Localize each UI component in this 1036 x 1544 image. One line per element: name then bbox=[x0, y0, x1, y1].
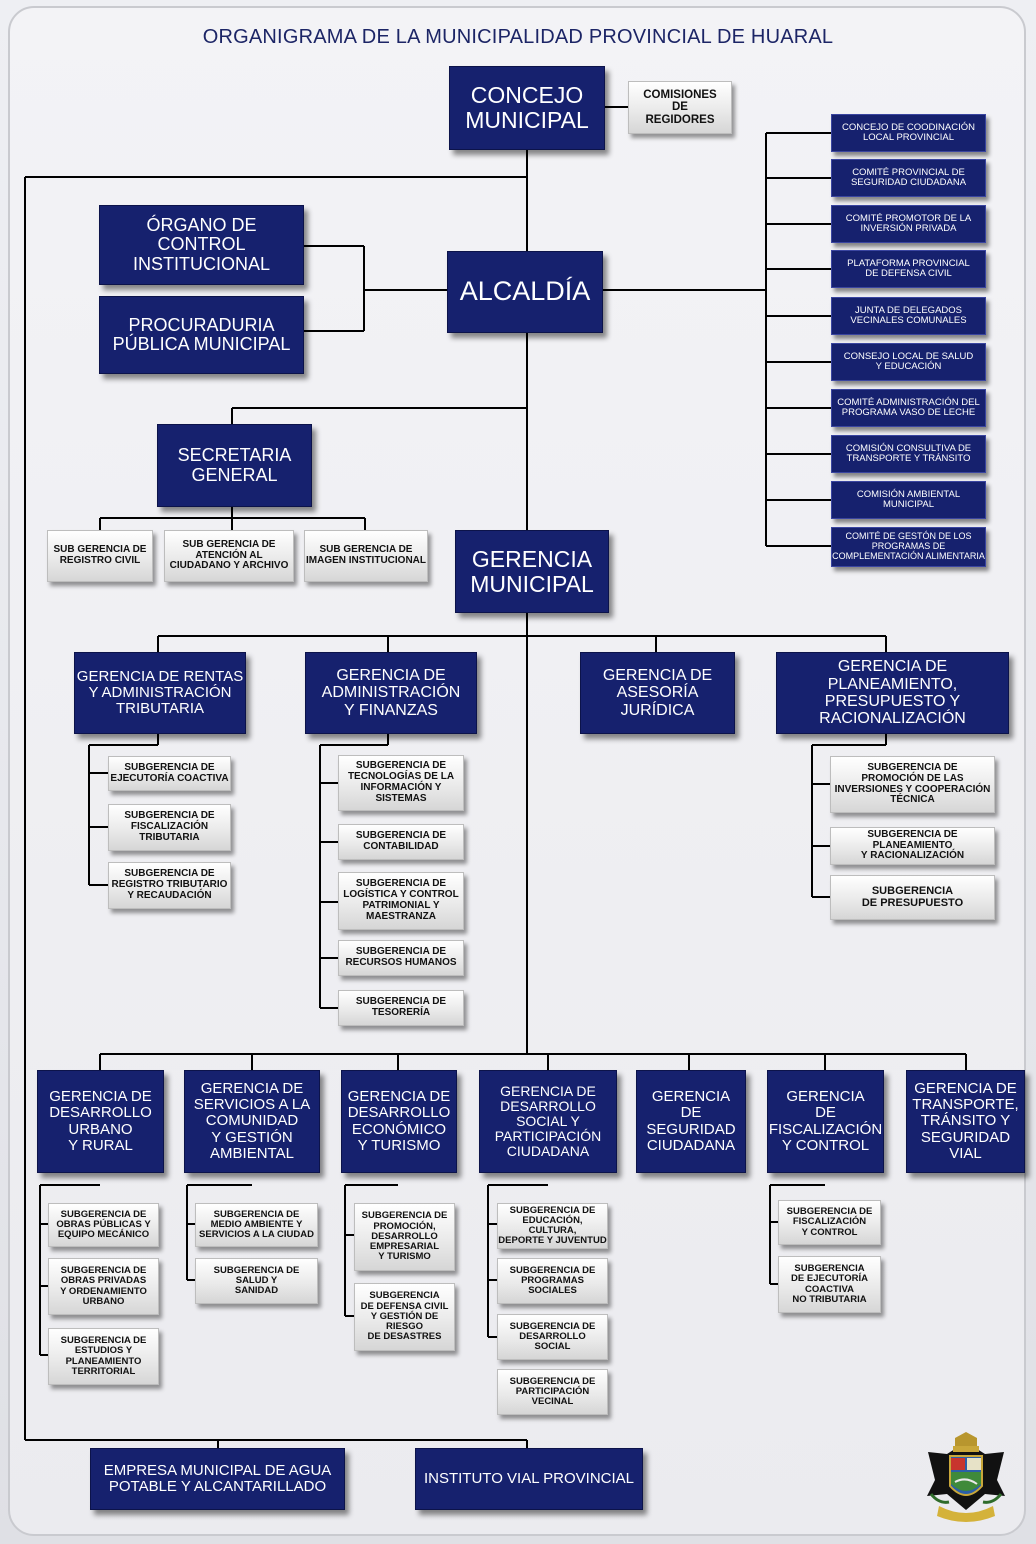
subgerencia-box[interactable]: SUBGERENCIA DE PROMOCIÓN DE LAS INVERSIO… bbox=[830, 756, 995, 813]
subgerencia-box[interactable]: SUBGERENCIA DE PARTICIPACIÓN VECINAL bbox=[497, 1369, 608, 1415]
committee-box[interactable]: COMITÉ ADMINISTRACIÓN DEL PROGRAMA VASO … bbox=[831, 389, 986, 427]
gerencia-box[interactable]: GERENCIA DE SERVICIOS A LA COMUNIDAD Y G… bbox=[184, 1070, 320, 1173]
subgerencia-box[interactable]: SUBGERENCIA DE TESORERÍA bbox=[338, 990, 464, 1026]
subgerencia-box[interactable]: SUBGERENCIA DE PROGRAMAS SOCIALES bbox=[497, 1258, 608, 1304]
gerencia-box[interactable]: GERENCIA DE FISCALIZACIÓN Y CONTROL bbox=[767, 1070, 884, 1173]
subgerencia-box[interactable]: SUBGERENCIA DE PRESUPUESTO bbox=[830, 875, 995, 920]
empresa-agua-box[interactable]: EMPRESA MUNICIPAL DE AGUA POTABLE Y ALCA… bbox=[90, 1448, 345, 1510]
subgerencia-box[interactable]: SUBGERENCIA DE FISCALIZACIÓN TRIBUTARIA bbox=[108, 804, 231, 851]
secretaria-sub-box[interactable]: SUB GERENCIA DE ATENCIÓN AL CIUDADANO Y … bbox=[164, 530, 294, 582]
organo-control-box[interactable]: ÓRGANO DE CONTROL INSTITUCIONAL bbox=[99, 205, 304, 285]
secretaria-sub-box[interactable]: SUB GERENCIA DE REGISTRO CIVIL bbox=[47, 530, 153, 582]
gerencia-box[interactable]: GERENCIA DE DESARROLLO ECONÓMICO Y TURIS… bbox=[341, 1070, 457, 1173]
gerencia-box[interactable]: GERENCIA DE ADMINISTRACIÓN Y FINANZAS bbox=[305, 652, 477, 734]
committee-box[interactable]: COMITÉ PROVINCIAL DE SEGURIDAD CIUDADANA bbox=[831, 159, 986, 197]
municipal-emblem bbox=[927, 1432, 1005, 1522]
subgerencia-box[interactable]: SUBGERENCIA DE OBRAS PÚBLICAS Y EQUIPO M… bbox=[48, 1203, 159, 1247]
gerencia-municipal-box[interactable]: GERENCIA MUNICIPAL bbox=[455, 530, 609, 613]
gerencia-box[interactable]: GERENCIA DE RENTAS Y ADMINISTRACIÓN TRIB… bbox=[74, 652, 246, 734]
comisiones-regidores-box[interactable]: COMISIONES DE REGIDORES bbox=[628, 81, 732, 134]
instituto-vial-box[interactable]: INSTITUTO VIAL PROVINCIAL bbox=[415, 1448, 643, 1510]
committee-box[interactable]: CONSEJO LOCAL DE SALUD Y EDUCACIÓN bbox=[831, 343, 986, 381]
gerencia-box[interactable]: GERENCIA DE DESARROLLO SOCIAL Y PARTICIP… bbox=[479, 1070, 617, 1173]
subgerencia-box[interactable]: SUBGERENCIA DE LOGÍSTICA Y CONTROL PATRI… bbox=[338, 872, 464, 930]
alcaldia-box[interactable]: ALCALDÍA bbox=[447, 251, 603, 333]
subgerencia-box[interactable]: SUBGERENCIA DE EDUCACIÓN, CULTURA, DEPOR… bbox=[497, 1203, 608, 1249]
subgerencia-box[interactable]: SUBGERENCIA DE MEDIO AMBIENTE Y SERVICIO… bbox=[195, 1203, 318, 1247]
subgerencia-box[interactable]: SUBGERENCIA DE PROMOCIÓN, DESARROLLO EMP… bbox=[354, 1203, 455, 1271]
gerencia-box[interactable]: GERENCIA DE TRANSPORTE, TRÁNSITO Y SEGUR… bbox=[906, 1070, 1025, 1173]
subgerencia-box[interactable]: SUBGERENCIA DE CONTABILIDAD bbox=[338, 824, 464, 860]
committee-box[interactable]: CONCEJO DE COODINACIÓN LOCAL PROVINCIAL bbox=[831, 114, 986, 152]
gerencia-box[interactable]: GERENCIA DE SEGURIDAD CIUDADANA bbox=[636, 1070, 746, 1173]
page-title: ORGANIGRAMA DE LA MUNICIPALIDAD PROVINCI… bbox=[202, 26, 834, 48]
gerencia-box[interactable]: GERENCIA DE ASESORÍA JURÍDICA bbox=[580, 652, 735, 734]
concejo-municipal-box[interactable]: CONCEJO MUNICIPAL bbox=[449, 66, 605, 150]
subgerencia-box[interactable]: SUBGERENCIA DE DESARROLLO SOCIAL bbox=[497, 1314, 608, 1360]
subgerencia-box[interactable]: SUBGERENCIA DE DEFENSA CIVIL Y GESTIÓN D… bbox=[354, 1283, 455, 1351]
subgerencia-box[interactable]: SUBGERENCIA DE EJECUTORÍA COACTIVA NO TR… bbox=[778, 1256, 881, 1313]
gerencia-box[interactable]: GERENCIA DE DESARROLLO URBANO Y RURAL bbox=[37, 1070, 164, 1173]
committee-box[interactable]: COMISIÓN AMBIENTAL MUNICIPAL bbox=[831, 481, 986, 519]
procuraduria-box[interactable]: PROCURADURIA PÚBLICA MUNICIPAL bbox=[99, 296, 304, 374]
subgerencia-box[interactable]: SUBGERENCIA DE FISCALIZACIÓN Y CONTROL bbox=[778, 1200, 881, 1245]
secretaria-sub-box[interactable]: SUB GERENCIA DE IMAGEN INSTITUCIONAL bbox=[304, 530, 428, 582]
gerencia-box[interactable]: GERENCIA DE PLANEAMIENTO, PRESUPUESTO Y … bbox=[776, 652, 1009, 734]
committee-box[interactable]: COMITÉ DE GESTÓN DE LOS PROGRAMAS DE COM… bbox=[831, 527, 986, 567]
committee-box[interactable]: COMISIÓN CONSULTIVA DE TRANSPORTE Y TRÁN… bbox=[831, 435, 986, 473]
secretaria-general-box[interactable]: SECRETARIA GENERAL bbox=[157, 424, 312, 507]
subgerencia-box[interactable]: SUBGERENCIA DE SALUD Y SANIDAD bbox=[195, 1258, 318, 1304]
committee-box[interactable]: COMITÉ PROMOTOR DE LA INVERSIÓN PRIVADA bbox=[831, 205, 986, 243]
subgerencia-box[interactable]: SUBGERENCIA DE PLANEAMIENTO Y RACIONALIZ… bbox=[830, 827, 995, 865]
subgerencia-box[interactable]: SUBGERENCIA DE REGISTRO TRIBUTARIO Y REC… bbox=[108, 862, 231, 909]
subgerencia-box[interactable]: SUBGERENCIA DE OBRAS PRIVADAS Y ORDENAMI… bbox=[48, 1258, 159, 1315]
committee-box[interactable]: JUNTA DE DELEGADOS VECINALES COMUNALES bbox=[831, 297, 986, 335]
subgerencia-box[interactable]: SUBGERENCIA DE ESTUDIOS Y PLANEAMIENTO T… bbox=[48, 1328, 159, 1385]
committee-box[interactable]: PLATAFORMA PROVINCIAL DE DEFENSA CIVIL bbox=[831, 250, 986, 288]
subgerencia-box[interactable]: SUBGERENCIA DE TECNOLOGÍAS DE LA INFORMA… bbox=[338, 755, 464, 811]
subgerencia-box[interactable]: SUBGERENCIA DE EJECUTORÍA COACTIVA bbox=[108, 756, 231, 791]
subgerencia-box[interactable]: SUBGERENCIA DE RECURSOS HUMANOS bbox=[338, 940, 464, 976]
